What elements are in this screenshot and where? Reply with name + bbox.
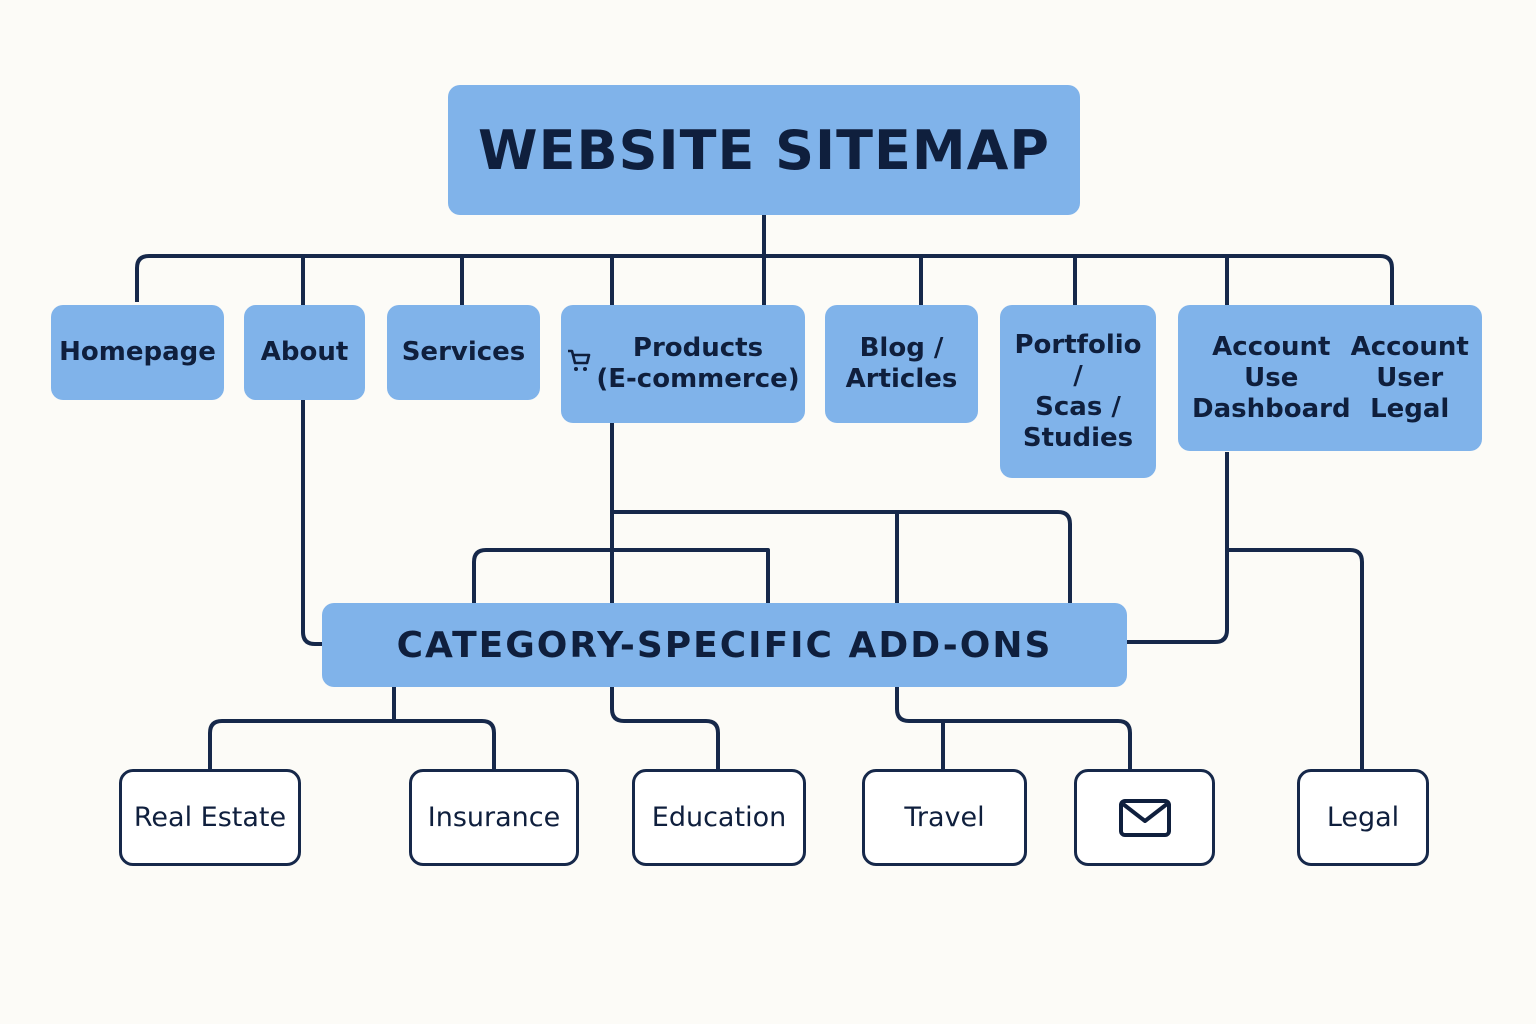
page-title: WEBSITE SITEMAP [478,118,1050,182]
category-travel: Travel [862,769,1027,866]
connector-education [610,686,720,770]
category-travel-label: Travel [904,802,985,833]
section-about-label: About [260,337,349,367]
section-about: About [244,305,365,400]
category-legal-label: Legal [1326,802,1400,833]
section-blog-label: Blog / Articles [845,333,958,394]
connector-products-bus [612,510,1072,604]
section-account-left-label: Account Use Dashboard [1192,331,1351,424]
envelope-icon [1118,798,1171,837]
category-addons-label: CATEGORY-SPECIFIC ADD-ONS [396,624,1053,666]
section-products-label: Products (E-commerce) [596,333,800,394]
category-education-label: Education [651,802,787,833]
section-services: Services [387,305,540,400]
sitemap-title-box: WEBSITE SITEMAP [448,85,1080,215]
category-education: Education [632,769,806,866]
category-real-estate-label: Real Estate [133,802,287,833]
section-account: Account Use Dashboard Account User Legal [1178,305,1482,451]
connector-account-addons [1127,452,1229,644]
connector-account-legal [1227,548,1364,770]
section-portfolio: Portfolio / Scas / Studies [1000,305,1156,478]
category-insurance: Insurance [409,769,579,866]
category-legal: Legal [1297,769,1429,866]
section-products: Products (E-commerce) [561,305,805,423]
shopping-cart-icon [566,345,592,383]
connector-travel [895,686,1132,770]
section-homepage-label: Homepage [59,337,216,367]
connector-products-loop [472,548,770,604]
section-homepage: Homepage [51,305,224,400]
category-insurance-label: Insurance [427,802,561,833]
connector-about-addons [301,400,322,646]
category-contact [1074,769,1215,866]
section-portfolio-label: Portfolio / Scas / Studies [1014,329,1142,453]
category-addons-band: CATEGORY-SPECIFIC ADD-ONS [322,603,1127,687]
section-blog: Blog / Articles [825,305,978,423]
category-real-estate: Real Estate [119,769,301,866]
section-account-right-label: Account User Legal [1350,331,1469,424]
connector-realestate-insurance [208,719,496,770]
section-services-label: Services [401,337,526,367]
